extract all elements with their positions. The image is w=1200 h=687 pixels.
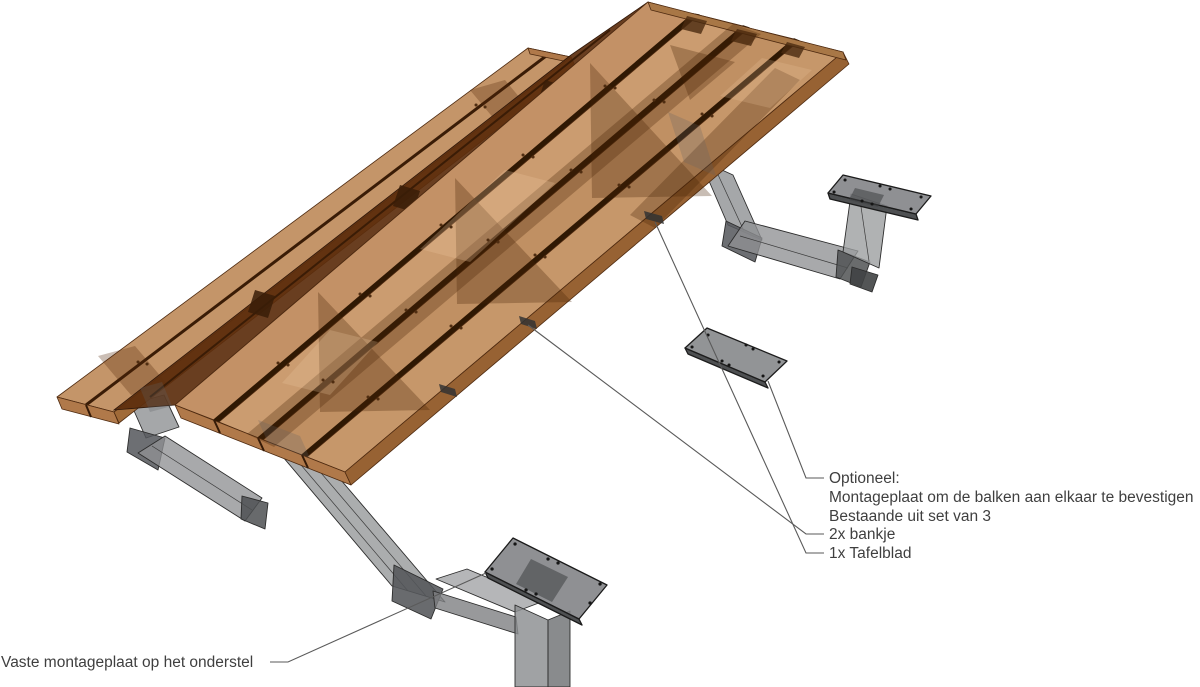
under-table-brace: [455, 178, 572, 304]
bottom-plate-tube-shadow: [516, 559, 568, 602]
floating-plate-screw-holes: [690, 333, 781, 378]
left-post-front-face: [514, 604, 549, 687]
under-table-brace: [670, 45, 735, 100]
leader-optioneel-line: [767, 380, 824, 479]
leader-bankje-line: [527, 324, 824, 535]
under-table-brace: [318, 292, 430, 412]
fixed-plate-note: Vaste montageplaat op het onderstel: [1, 654, 253, 671]
wood-grain-highlight: [282, 330, 378, 395]
through-wood-tube-hint: [258, 420, 310, 458]
left-post-side-face: [547, 610, 571, 687]
right-plate-screw-holes: [832, 178, 923, 211]
edge-mounting-plate-nub: [644, 211, 664, 224]
leader-lines: [270, 221, 824, 663]
edge-mounting-plate-nub: [439, 384, 457, 397]
optional-note-item-tabletop: 1x Tafelblad: [829, 545, 911, 562]
left-junction-facet: [240, 495, 269, 530]
floating-mounting-plate: [684, 327, 788, 389]
leader-tafelblad-line: [654, 221, 824, 554]
annotations: Optioneel: Montageplaat om de balken aan…: [1, 470, 1194, 671]
channel-cross-block: [248, 290, 275, 318]
optional-note-heading: Optioneel:: [829, 470, 900, 487]
tabletop: [136, 1, 850, 486]
plank-spacer-block: [681, 16, 707, 34]
right-tube-end-cap: [849, 266, 879, 293]
optional-note-set-info: Bestaande uit set van 3: [829, 508, 991, 525]
through-wood-metal-hints: [140, 112, 716, 458]
bottom-mounting-plate: [484, 537, 608, 626]
wood-grain-highlight: [420, 170, 555, 262]
right-plate-tube-shadow: [849, 188, 884, 207]
wood-grain-highlight: [720, 58, 812, 108]
optional-note-item-bench: 2x bankje: [829, 526, 895, 543]
plank-spacer-block: [781, 42, 805, 58]
through-wood-tube-hint: [668, 112, 716, 176]
edge-mounting-plate-nub: [519, 316, 537, 329]
right-leg-frame: [699, 159, 888, 293]
tabletop-side-face: [344, 51, 850, 486]
right-mounting-plate: [827, 174, 932, 221]
under-table-brace: [590, 63, 712, 198]
bench-plank-gap: [85, 51, 551, 407]
tabletop-screw-holes: [136, 84, 714, 401]
under-table-brace: [630, 68, 800, 228]
plank-spacer-block: [731, 29, 757, 46]
leader-vaste-plaat-line: [270, 572, 487, 663]
bottom-plate-screw-holes: [490, 542, 602, 605]
left-bottom-knee-facet: [391, 564, 444, 620]
floating-plate-top: [684, 327, 788, 383]
optional-note-description: Montageplaat om de balken aan elkaar te …: [829, 489, 1194, 506]
through-wood-tube-hint: [140, 382, 172, 412]
under-table-beam-band: [247, 24, 761, 447]
